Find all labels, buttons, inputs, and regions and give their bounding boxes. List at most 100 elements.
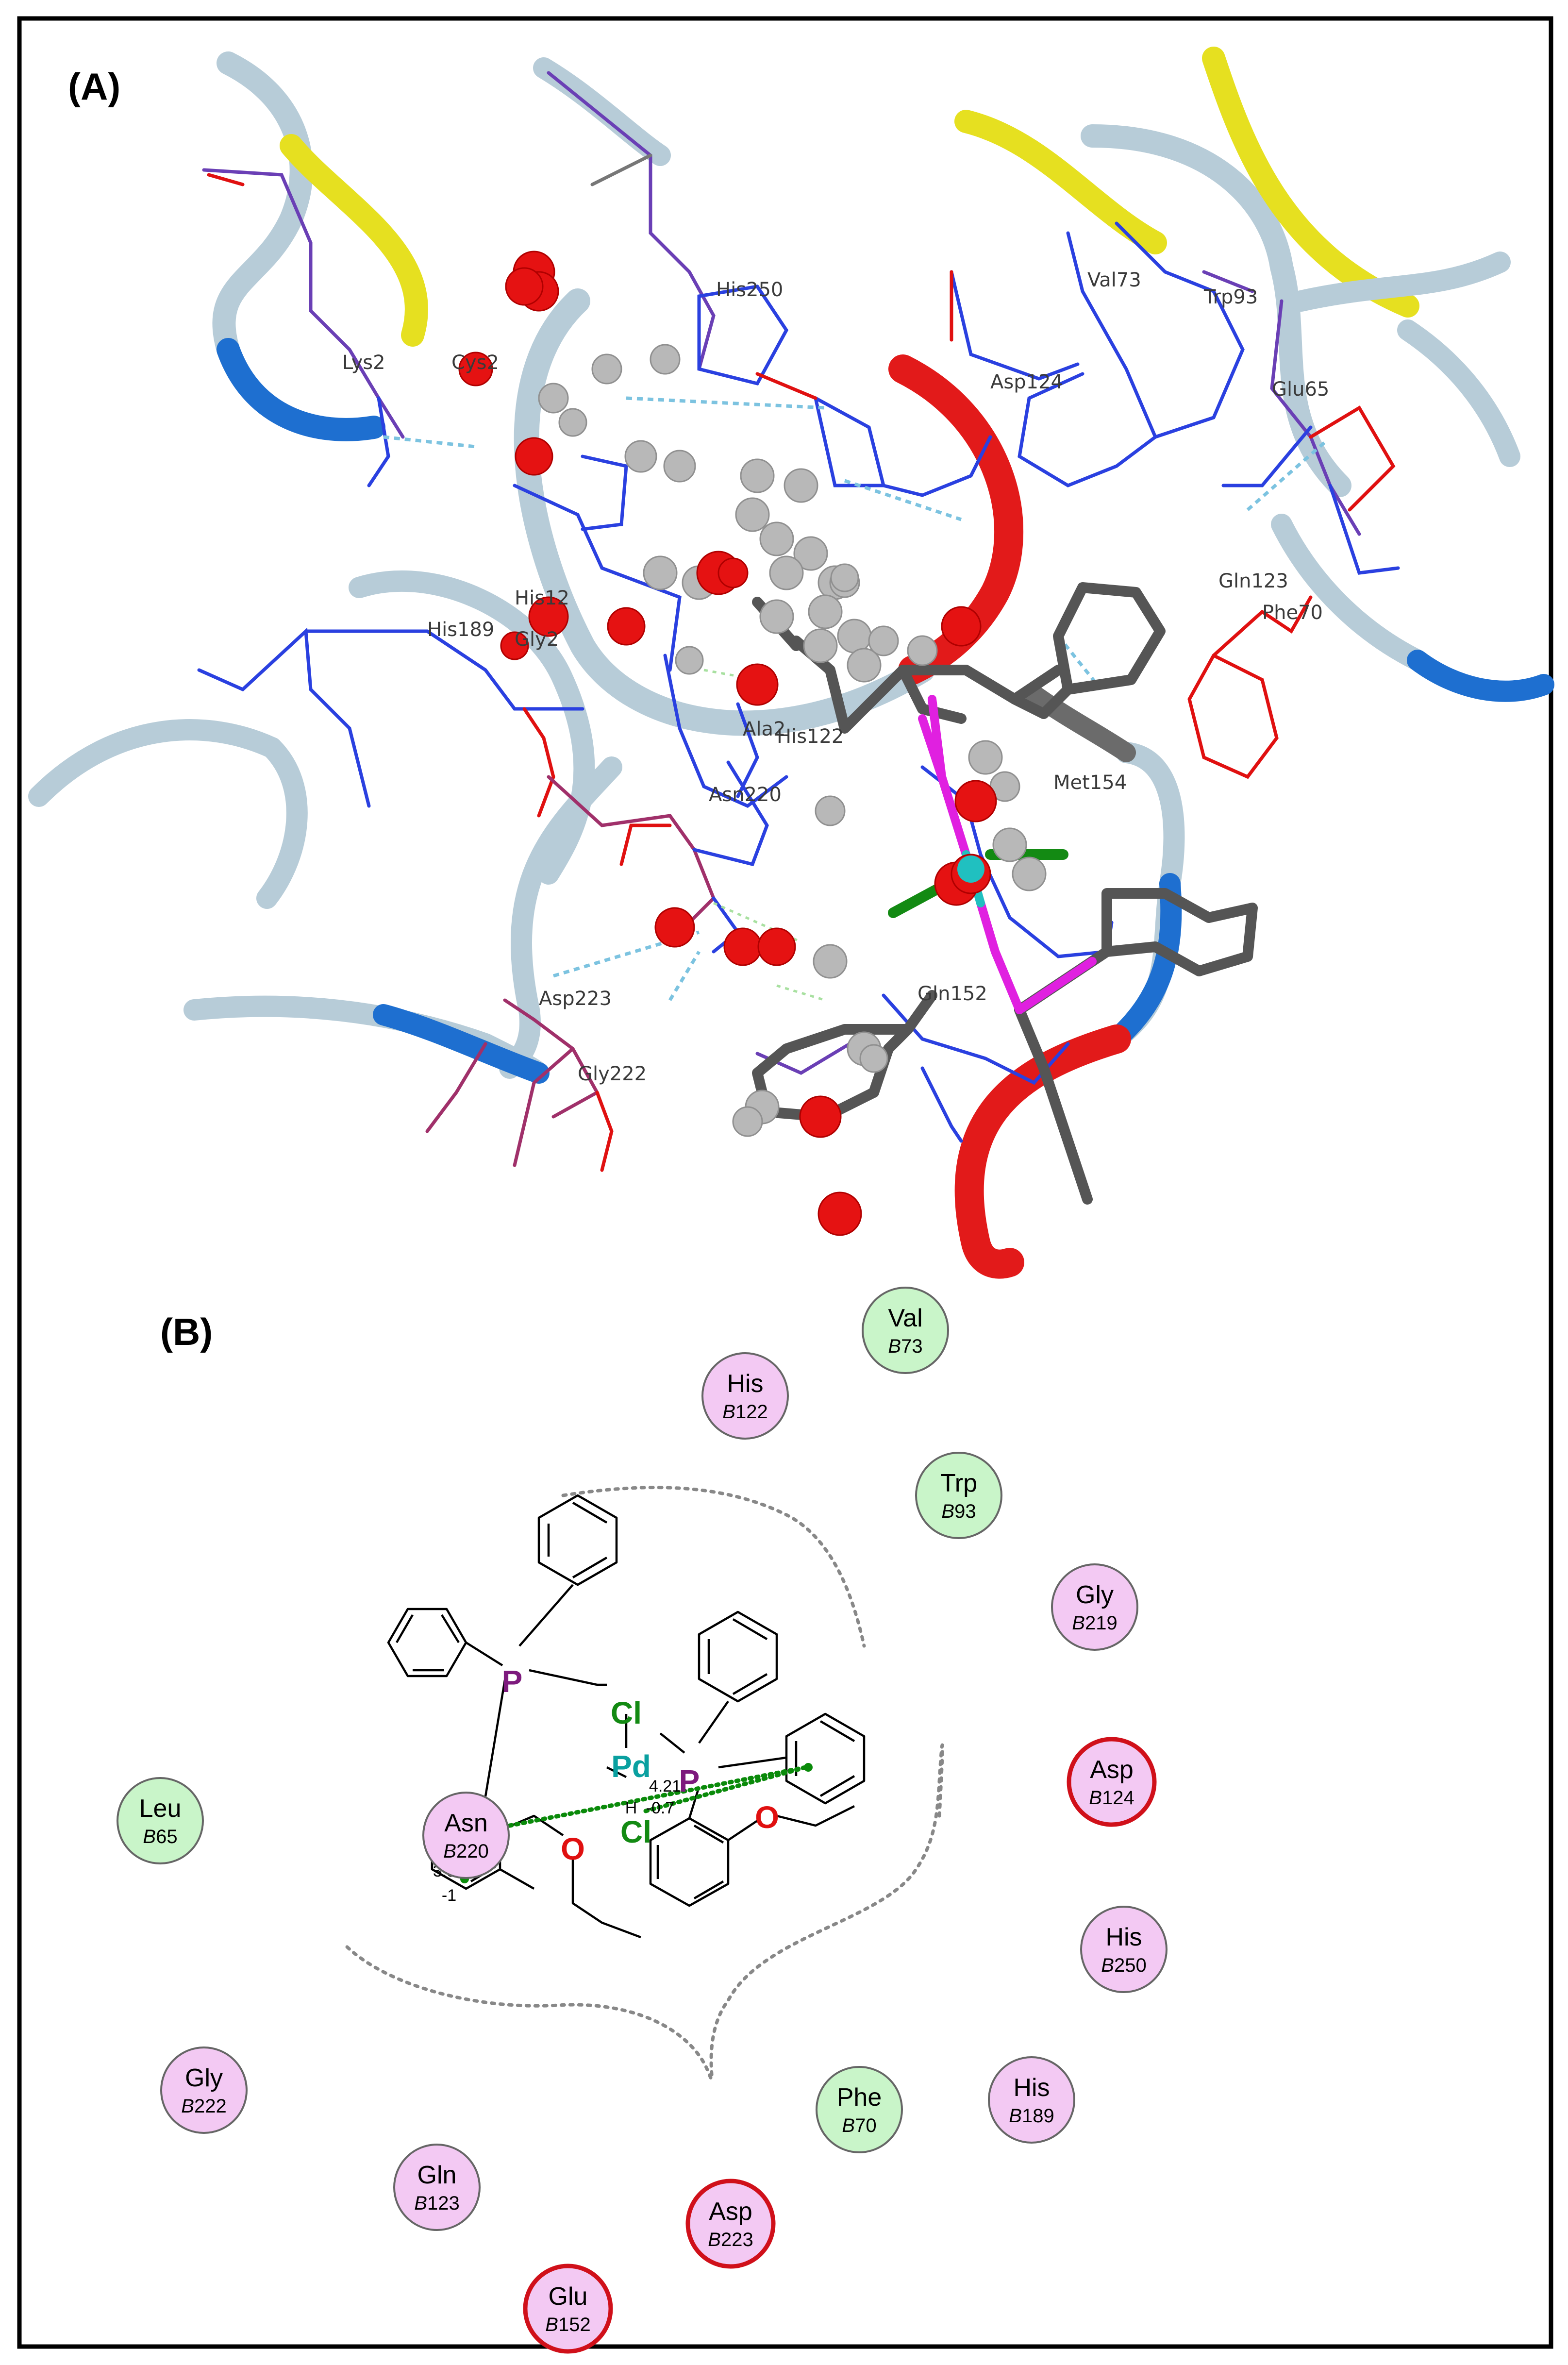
label-his122: His122 [777, 725, 844, 748]
residue-chain-number: B222 [181, 2096, 226, 2117]
label-trp93: Trp93 [1203, 286, 1258, 308]
panel-a-3d-binding-site: (A) [28, 47, 1554, 1279]
label-gln152: Gln152 [917, 983, 987, 1005]
residue-name: Glu [549, 2282, 588, 2311]
panel-a-residue-labels: His250 Lys2 Cys2 Asp124 Val73 Trp93 Glu6… [342, 269, 1329, 1085]
panel-a-label: (A) [68, 65, 120, 108]
residue-disc-circle [117, 1777, 204, 1864]
interaction-dot-right [804, 1763, 813, 1772]
ligand-bonds-magenta [918, 695, 1097, 1014]
residue-name: Gly [1076, 1581, 1114, 1609]
residue-disc-circle [816, 2066, 903, 2153]
residue-chain-number: B73 [888, 1336, 922, 1357]
residue-name: Asn [444, 1809, 488, 1837]
red-oxygen-spheres [458, 251, 997, 1236]
residue-name: Gly [185, 2064, 223, 2092]
residue-disc-circle [1067, 1737, 1157, 1827]
residue-chain-number: B223 [708, 2229, 753, 2250]
residue-disc-circle [1080, 1906, 1168, 1993]
panel-b-label: (B) [160, 1310, 213, 1353]
atom-pd: Pd [611, 1749, 651, 1784]
label-his12: His12 [515, 587, 569, 609]
phenyl-ring-right [785, 1712, 866, 1805]
residue-name: His [1105, 1923, 1142, 1951]
residue-chain-number: B65 [143, 1826, 177, 1847]
label-asn220: Asn220 [709, 784, 782, 806]
residue-disc-circle [393, 2144, 481, 2231]
residue-chain-number: B70 [842, 2115, 876, 2136]
residue-disc-circle [422, 1792, 510, 1879]
label-met154: Met154 [1053, 772, 1127, 794]
label-lys: Lys2 [342, 352, 385, 374]
atom-p-right: P [679, 1763, 700, 1798]
residue-sticks [197, 71, 1400, 1172]
residue-name: Val [888, 1304, 922, 1332]
label-phe70: Phe70 [1262, 602, 1323, 624]
residue-disc-circle [160, 2046, 248, 2134]
residue-disc-circle [701, 1352, 789, 1440]
label-his250: His250 [716, 279, 783, 301]
residue-chain-number: B220 [443, 1841, 488, 1862]
residue-name: His [1013, 2074, 1050, 2102]
phenyl-ring-top-left [537, 1494, 618, 1586]
energy-left: -1 [442, 1886, 456, 1905]
atom-o-left: O [561, 1831, 585, 1866]
residue-disc-circle [862, 1287, 949, 1374]
figure-frame [17, 16, 1553, 2349]
residue-disc-circle [915, 1452, 1002, 1539]
residue-name: Asp [709, 2197, 752, 2226]
energy-right: -0.7 [646, 1799, 675, 1817]
label-gln123: Gln123 [1218, 570, 1288, 592]
residue-chain-number: B219 [1072, 1612, 1117, 1634]
residue-disc-circle [1051, 1563, 1138, 1651]
atom-p-left: P [502, 1664, 523, 1699]
protein-ribbons [28, 47, 1554, 1279]
residue-name: Trp [940, 1469, 977, 1497]
atom-o-right: O [755, 1800, 779, 1835]
panel-b-2d-interaction-map: (B) [117, 1287, 1168, 2354]
atom-cl-bottom: Cl [620, 1814, 651, 1849]
residue-disc-circle [685, 2179, 776, 2269]
atom-cl-top: Cl [611, 1695, 642, 1730]
residue-name: Leu [139, 1795, 182, 1823]
residue-disc-circle [988, 2056, 1075, 2144]
pocket-outline [345, 1486, 944, 2081]
distance-right: 4.21 [649, 1777, 681, 1795]
label-cys: Cys2 [451, 352, 499, 374]
label-his189: His189 [427, 619, 494, 641]
label-glu65: Glu65 [1272, 378, 1329, 401]
residue-name: Asp [1090, 1756, 1134, 1784]
residue-chain-number: B124 [1089, 1787, 1134, 1809]
phenyl-ring-top-right [698, 1610, 778, 1703]
label-val73: Val73 [1087, 269, 1141, 291]
residue-name: Gln [417, 2161, 457, 2189]
label-asp124: Asp124 [990, 371, 1063, 393]
residue-chain-number: B122 [722, 1401, 767, 1423]
residue-chain-number: B93 [941, 1501, 976, 1522]
hydrogen-bond-lines [383, 396, 1327, 1001]
residue-chain-number: B152 [545, 2314, 590, 2335]
residue-name: Phe [837, 2083, 882, 2112]
residue-disc-circle [523, 2264, 613, 2354]
pd-atom-sphere [957, 855, 984, 883]
label-asp223: Asp223 [539, 988, 612, 1010]
atom-h: H [625, 1799, 637, 1817]
residue-chain-number: B123 [414, 2193, 459, 2214]
label-ala: Ala2 [743, 718, 785, 740]
